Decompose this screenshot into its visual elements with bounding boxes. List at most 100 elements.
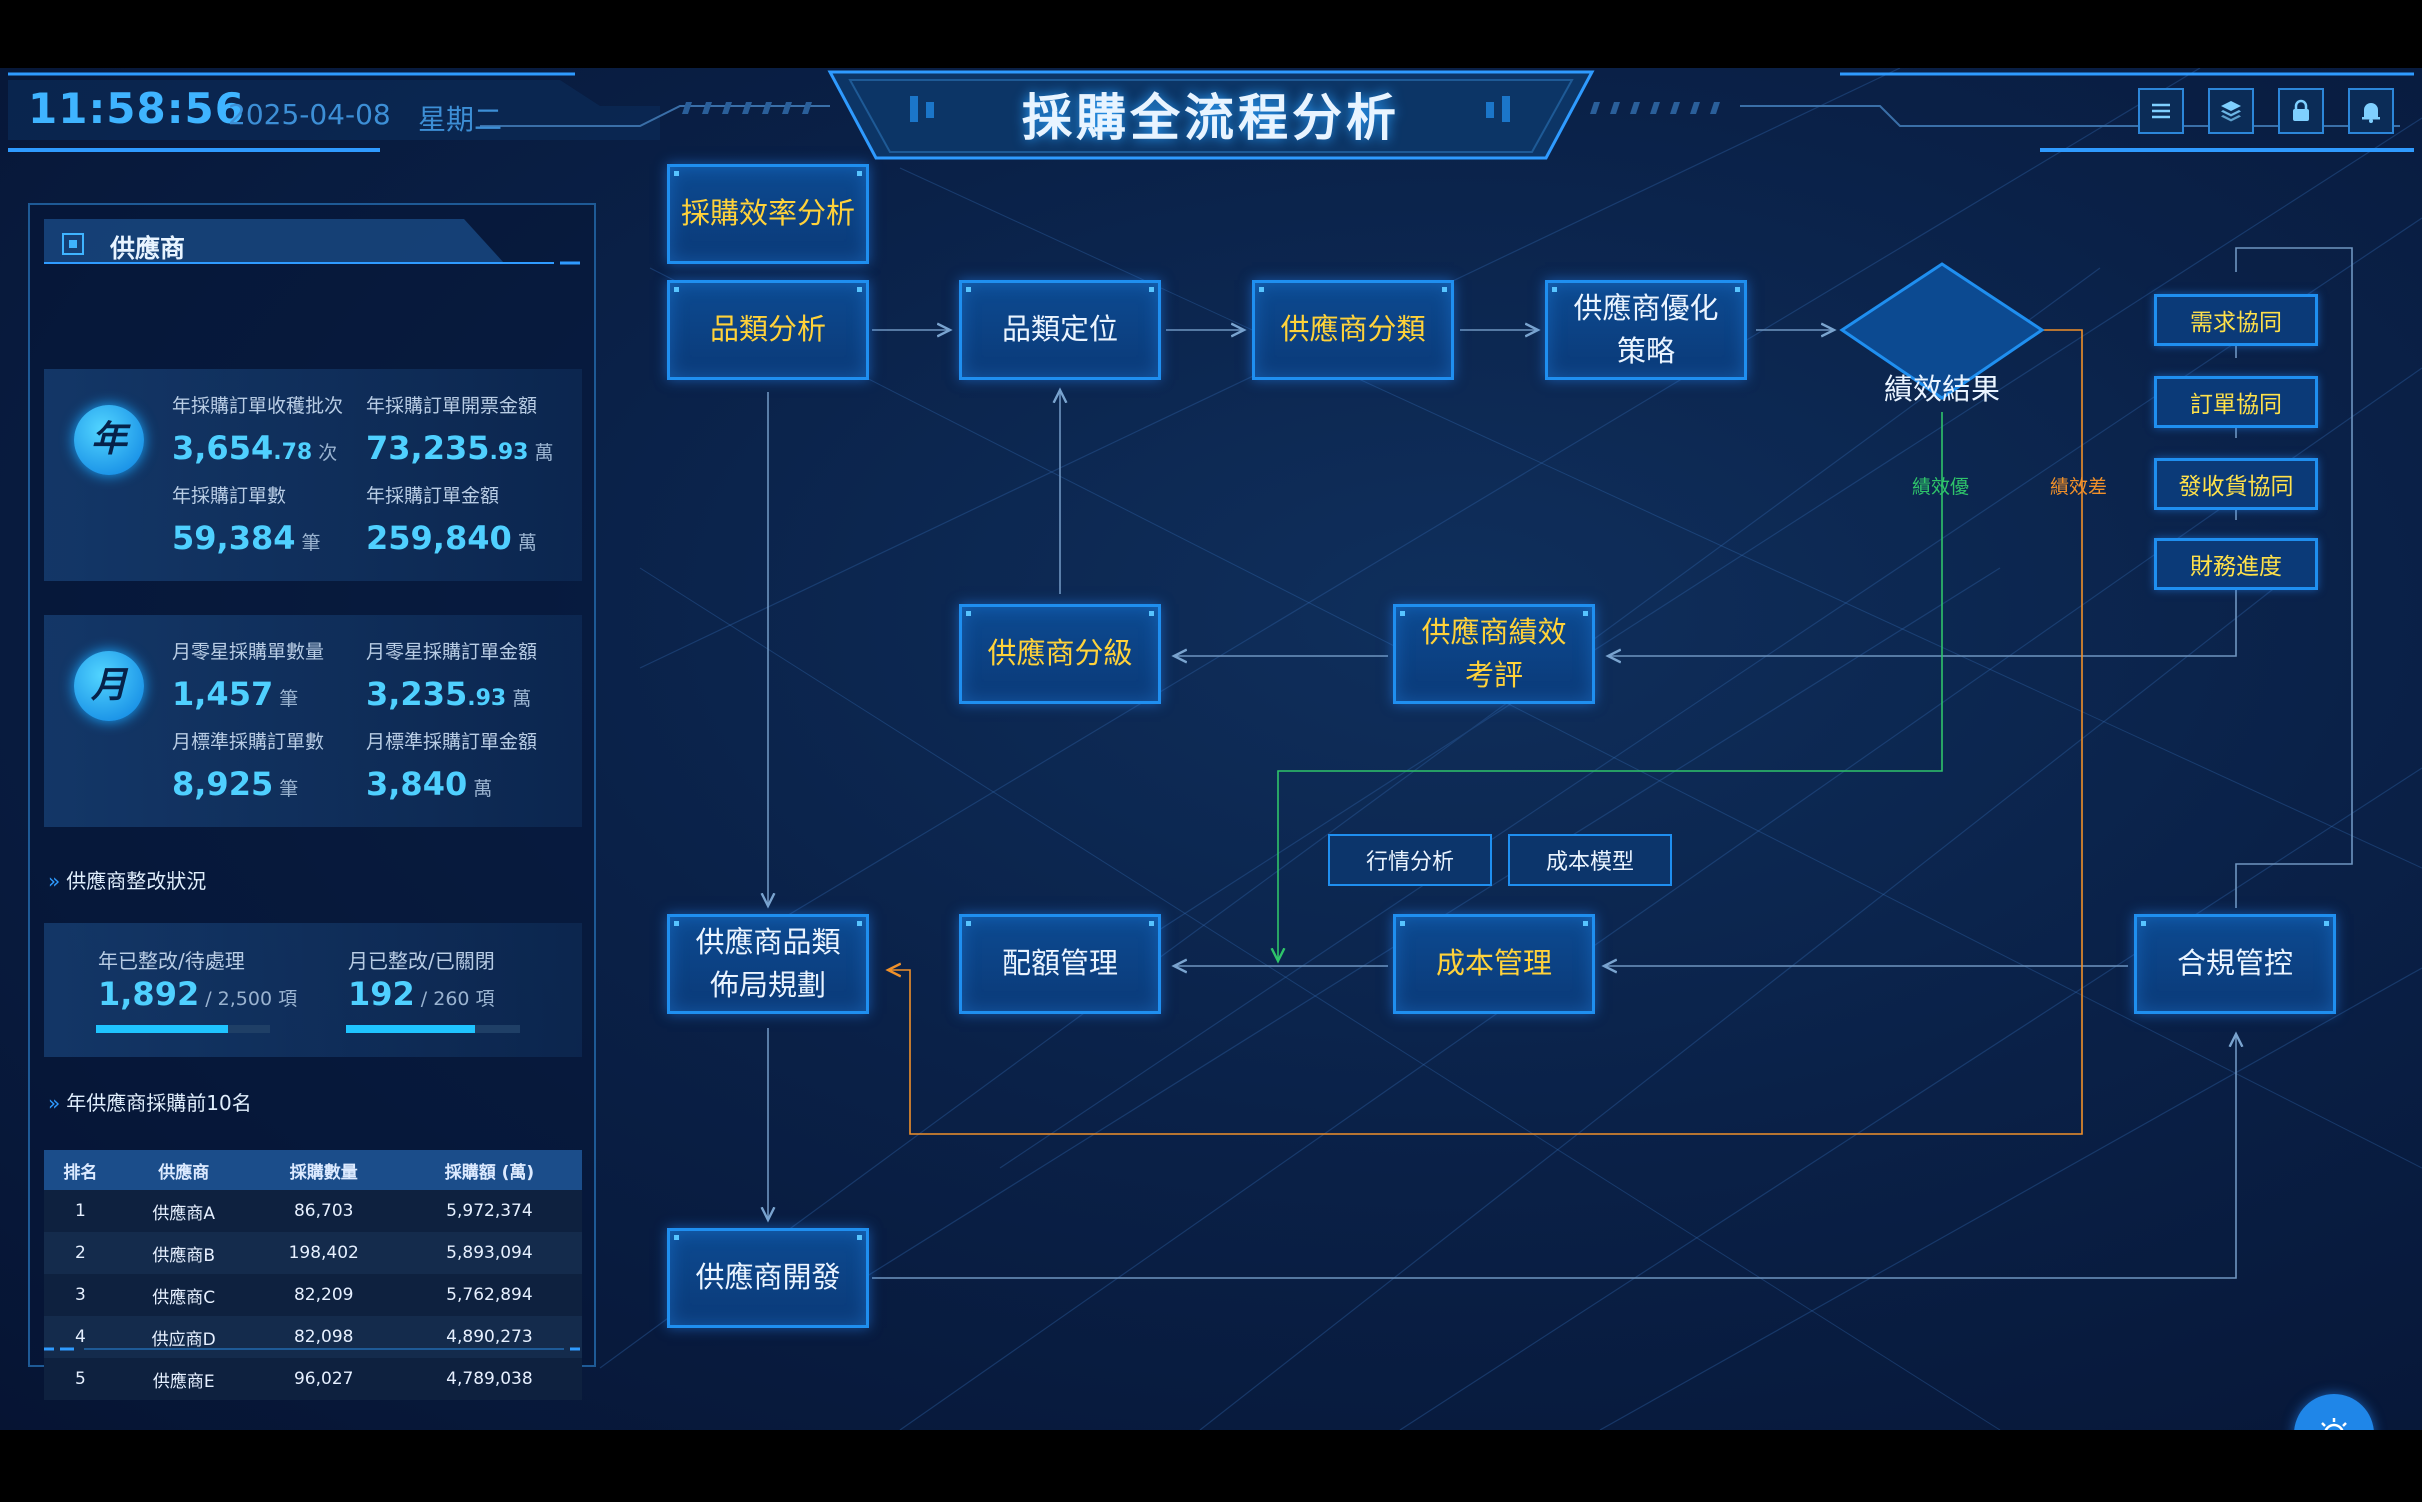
top10-section-title: »年供應商採購前10名 (48, 1091, 252, 1115)
quota-mgmt-node[interactable]: 配額管理 (959, 914, 1161, 1014)
cell-supplier: 供應商A (116, 1190, 251, 1232)
table-header-row: 排名 供應商 採購數量 採購額 (萬) (44, 1150, 582, 1190)
cost-model-node[interactable]: 成本模型 (1508, 834, 1672, 886)
layers-button[interactable] (2208, 88, 2254, 134)
supplier-classify-node[interactable]: 供應商分類 (1252, 280, 1454, 380)
good-performance-label: 績效優 (1912, 476, 1970, 498)
efficiency-analysis-node[interactable]: 採購效率分析 (667, 164, 869, 264)
supplier-evaluation-node[interactable]: 供應商績效考評 (1393, 604, 1595, 704)
connector (2235, 247, 2353, 908)
cost-mgmt-node[interactable]: 成本管理 (1393, 914, 1595, 1014)
year-badge: 年 (74, 405, 144, 475)
cell-rank: 1 (44, 1190, 117, 1232)
market-analysis-node[interactable]: 行情分析 (1328, 834, 1492, 886)
menu-icon (2152, 103, 2170, 119)
connector (872, 1034, 2236, 1279)
layout-planning-node[interactable]: 供應商品類佈局規劃 (667, 914, 869, 1014)
background-lines (599, 68, 2422, 1430)
cell-amount: 4,890,273 (396, 1316, 582, 1358)
lock-icon (2293, 99, 2309, 121)
double-chevron-icon: » (48, 869, 61, 893)
cell-rank: 3 (44, 1274, 117, 1316)
collab-delivery-node[interactable]: 發收貨協同 (2154, 458, 2318, 510)
weekday: 星期二 (418, 103, 503, 136)
cell-amount: 5,972,374 (396, 1190, 582, 1232)
column-header: 採購數量 (250, 1150, 397, 1190)
cell-supplier: 供應商C (116, 1274, 251, 1316)
panel-title-icon (62, 233, 84, 255)
panel-title: 供應商 (110, 234, 186, 263)
progress-fill (346, 1025, 475, 1033)
rectify-value: 1,892/ 2,500 項 (98, 975, 298, 1013)
connector-good (1278, 412, 1943, 961)
lock-button[interactable] (2278, 88, 2324, 134)
cell-qty: 82,209 (250, 1274, 397, 1316)
performance-diamond[interactable] (1839, 262, 2045, 400)
dashboard-screen: 11:58:56 2025-04-08 星期二 採購全流程分析 供應商 年 年採… (0, 68, 2422, 1430)
notification-button[interactable] (2348, 88, 2394, 134)
clock: 11:58:56 (28, 84, 245, 133)
cell-amount: 5,893,094 (396, 1232, 582, 1274)
panel-footer-line (44, 1347, 580, 1351)
performance-result-label: 績效結果 (1883, 372, 2000, 406)
cell-supplier: 供应商D (116, 1316, 251, 1358)
cell-qty: 96,027 (250, 1358, 397, 1400)
collab-order-node[interactable]: 訂單協同 (2154, 376, 2318, 428)
connector (1608, 588, 2237, 656)
stat-label: 月標準採購訂單金額 (366, 731, 538, 753)
stat-label: 月標準採購訂單數 (172, 731, 325, 753)
header-frame (8, 70, 2414, 160)
column-header: 排名 (44, 1150, 117, 1190)
bell-icon (2362, 103, 2380, 123)
date: 2025-04-08 (228, 98, 391, 131)
stat-label: 年採購訂單金額 (366, 485, 500, 507)
cell-qty: 82,098 (250, 1316, 397, 1358)
cell-amount: 5,762,894 (396, 1274, 582, 1316)
stat-label: 月零星採購單數量 (172, 641, 325, 663)
rectify-section-title: »供應商整改狀況 (48, 869, 207, 893)
column-header: 採購額 (萬) (396, 1150, 582, 1190)
compliance-node[interactable]: 合規管控 (2134, 914, 2336, 1014)
category-analysis-node[interactable]: 品類分析 (667, 280, 869, 380)
rectify-card: 年已整改/待處理 1,892/ 2,500 項 月已整改/已關閉 192/ 26… (44, 923, 582, 1057)
rectify-label: 年已整改/待處理 (98, 949, 245, 973)
supplier-grading-node[interactable]: 供應商分級 (959, 604, 1161, 704)
stat-label: 年採購訂單開票金額 (366, 395, 538, 417)
supplier-dev-node[interactable]: 供應商開發 (667, 1228, 869, 1328)
stat-label: 月零星採購訂單金額 (366, 641, 538, 663)
month-badge: 月 (74, 651, 144, 721)
supplier-optimize-node[interactable]: 供應商優化策略 (1545, 280, 1747, 380)
stat-label: 年採購訂單數 (172, 485, 287, 507)
progress-fill (96, 1025, 229, 1033)
cell-supplier: 供應商B (116, 1232, 251, 1274)
flow-connectors (0, 247, 2353, 1279)
cell-amount: 4,789,038 (396, 1358, 582, 1400)
cell-rank: 2 (44, 1232, 117, 1274)
header-bar: 11:58:56 2025-04-08 星期二 採購全流程分析 (0, 68, 2422, 168)
cell-supplier: 供應商E (116, 1358, 251, 1400)
cell-rank: 5 (44, 1358, 117, 1400)
rectify-progress-bar (346, 1025, 520, 1033)
menu-button[interactable] (2138, 88, 2184, 134)
category-position-node[interactable]: 品類定位 (959, 280, 1161, 380)
layers-icon (2221, 101, 2241, 122)
collab-finance-node[interactable]: 財務進度 (2154, 538, 2318, 590)
stat-label: 年採購訂單收穫批次 (172, 395, 344, 417)
alarm-icon (2321, 1418, 2347, 1430)
collab-demand-node[interactable]: 需求協同 (2154, 294, 2318, 346)
